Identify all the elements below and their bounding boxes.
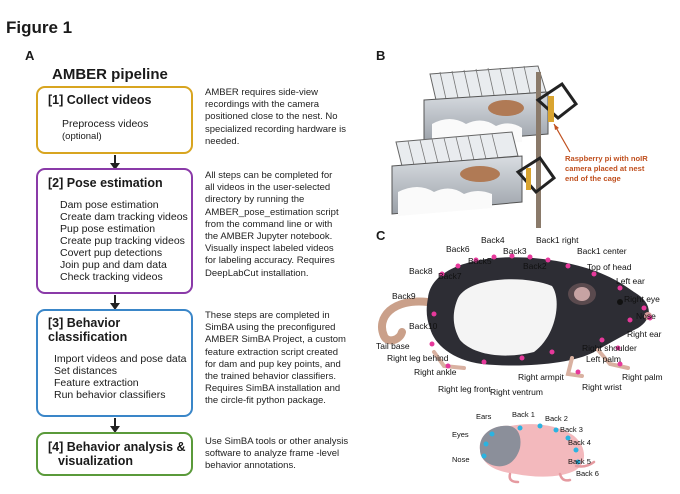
label-back7: Back7 [438, 271, 462, 281]
label-back6: Back6 [446, 244, 470, 254]
step-4-heading: [4] Behavior analysis & [48, 440, 186, 454]
label-left-ear: Left ear [616, 276, 645, 286]
panel-label-c: C [376, 228, 386, 243]
pup-label-back1: Back 1 [512, 410, 535, 419]
label-right-eye: Right eye [624, 294, 660, 304]
label-right-armpit: Right armpit [518, 372, 564, 382]
label-right-ankle: Right ankle [414, 367, 457, 377]
label-right-shoulder: Right shoulder [582, 343, 637, 353]
step-3-heading: classification [48, 330, 128, 344]
step-3-item: Run behavior classifiers [54, 389, 166, 401]
pup-label-ears: Ears [476, 412, 492, 421]
pup-label-back5: Back 5 [568, 457, 591, 466]
label-right-wrist: Right wrist [582, 382, 622, 392]
step-3-box: [3] Behavior classification Import video… [36, 309, 193, 417]
label-back4: Back4 [481, 235, 505, 245]
step-2-heading: [2] Pose estimation [48, 176, 163, 190]
step-4-heading: visualization [58, 454, 134, 468]
arrow-1-to-2 [110, 155, 120, 170]
step-3-item: Import videos and pose data [54, 353, 187, 365]
pup-label-back3: Back 3 [560, 425, 583, 434]
dam-illustration [378, 253, 653, 378]
arrow-3-to-4 [110, 418, 120, 433]
step-2-item: Create pup tracking videos [60, 235, 185, 247]
step-2-item: Join pup and dam data [60, 259, 167, 271]
pup-label-nose: Nose [452, 455, 470, 464]
arrow-2-to-3 [110, 295, 120, 310]
step-1-item: Preprocess videos [62, 118, 149, 130]
label-back5: Back5 [468, 256, 492, 266]
step-1-box: [1] Collect videos Preprocess videos (op… [36, 86, 193, 154]
label-back9: Back9 [392, 291, 416, 301]
pup-label-eyes: Eyes [452, 430, 469, 439]
cage-illustration [391, 65, 579, 228]
label-right-ear: Right ear [627, 329, 662, 339]
step-3-heading: [3] Behavior [48, 316, 121, 330]
pup-label-back6: Back 6 [576, 469, 599, 478]
label-right-palm: Right palm [622, 372, 663, 382]
label-right-leg-front: Right leg front [438, 384, 491, 394]
panel-label-a: A [25, 48, 35, 63]
step-2-box: [2] Pose estimation Dam pose estimation … [36, 168, 193, 294]
step-2-item: Check tracking videos [60, 271, 163, 283]
label-nose: Nose [636, 311, 656, 321]
panel-label-b: B [376, 48, 386, 63]
step-2-item: Create dam tracking videos [60, 211, 188, 223]
step-3-item: Set distances [54, 365, 118, 377]
label-right-ventrum: Right ventrum [490, 387, 543, 397]
label-back1-right: Back1 right [536, 235, 579, 245]
label-back1-center: Back1 center [577, 246, 627, 256]
step-2-item: Dam pose estimation [60, 199, 159, 211]
label-back3: Back3 [503, 246, 527, 256]
label-right-leg-behind: Right leg behind [387, 353, 449, 363]
label-back8: Back8 [409, 266, 433, 276]
step-3-item: Feature extraction [54, 377, 139, 389]
pipeline-title: AMBER pipeline [52, 66, 168, 83]
step-4-box: [4] Behavior analysis & visualization [36, 432, 193, 476]
figure-title: Figure 1 [6, 18, 73, 37]
pup-illustration [479, 423, 596, 484]
step-2-item: Covert pup detections [60, 247, 163, 259]
step-1-item: (optional) [62, 131, 102, 142]
label-back2: Back2 [523, 261, 547, 271]
pup-label-back2: Back 2 [545, 414, 568, 423]
label-back10: Back10 [409, 321, 438, 331]
label-top-of-head: Top of head [587, 262, 632, 272]
label-left-palm: Left palm [586, 354, 621, 364]
step-1-heading: [1] Collect videos [48, 93, 152, 107]
pup-label-back4: Back 4 [568, 438, 591, 447]
label-tail-base: Tail base [376, 341, 410, 351]
step-2-item: Pup pose estimation [60, 223, 156, 235]
